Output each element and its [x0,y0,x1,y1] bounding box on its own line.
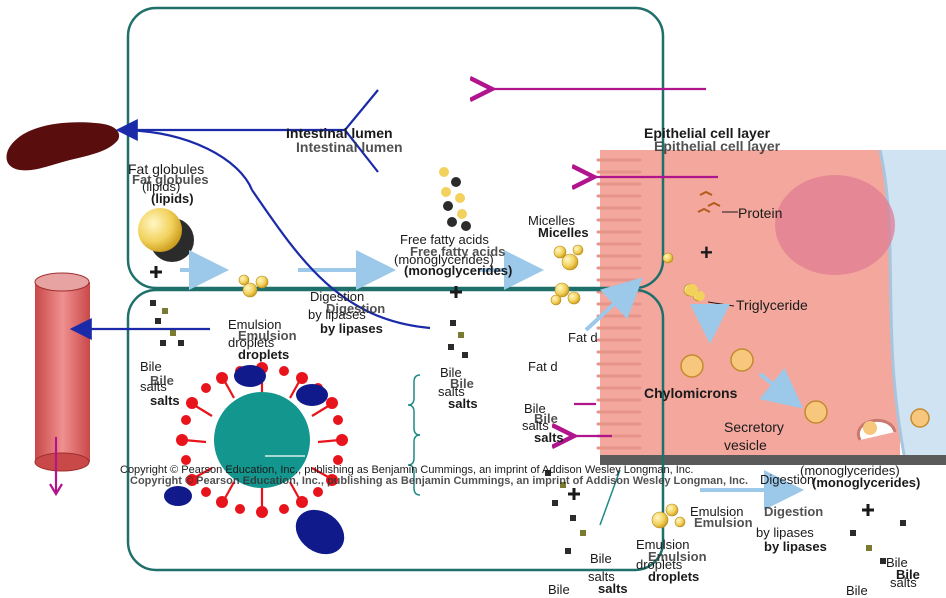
lipids-label: (lipids) [142,179,181,194]
lymph-route-arrows [69,89,431,340]
chylomicron-particles [680,284,930,441]
monoglycerides-label-2: (monoglycerides) [800,463,900,478]
intestinal-lumen-label-shadow: Intestinal lumen [296,139,403,155]
fat-droplet-label: Fat d [528,359,558,374]
salts-label-3: salts [522,418,549,433]
digestion-label-2: Digestion [760,472,815,487]
emulsion-label-shadow: Emulsion [238,328,297,343]
nucleus [775,175,895,275]
micelle-icon [164,362,348,555]
bile-label-5: Bile [548,582,570,597]
droplets-label: droplets [228,335,275,350]
salts-label-4-shadow: salts [598,581,628,596]
blood-vessel-icon [34,272,90,472]
emulsion-label-3: Emulsion [694,515,753,530]
protein-strands [697,190,721,213]
copyright-text: Copyright © Pearson Education, Inc., pub… [120,464,694,476]
digestion-label: Digestion [310,289,365,304]
free-fatty-acids-label: Free fatty acids [400,232,489,247]
salts-label-3-shadow: salts [534,430,564,445]
bile-label-6-shadow: Bile [896,567,920,582]
pathway-arrows [49,89,718,497]
micelles-label: Micelles [528,213,575,228]
salts-label-1-shadow: salts [150,393,180,408]
bile-label-4: Bile [590,551,612,566]
protein-label: Protein [738,205,783,221]
droplets-label-3: droplets [648,569,700,584]
chylomicrons-label: Chylomicrons [644,385,738,401]
fat-droplet-label-2: Fat d [568,330,598,345]
by-lipases-label-shadow: by lipases [320,321,383,336]
free-fatty-acids-label-shadow: Free fatty acids [410,244,506,259]
droplets-label-shadow: droplets [238,347,290,362]
emulsion-label-2: Emulsion [690,504,744,519]
monoglycerides-label-shadow: (monoglycerides) [404,263,513,278]
salts-label-1: salts [140,379,167,394]
emulsion-label-4: Emulsion [636,537,690,552]
plus-label: + [700,240,713,265]
droplets-label-2: droplets [636,557,683,572]
bile-label-2: Bile [440,365,462,380]
monoglycerides-label-3: (monoglycerides) [812,475,921,490]
bile-label-1-shadow: Bile [150,373,174,388]
lower-panel-frame [126,288,665,572]
intestinal-lumen-label: Intestinal lumen [286,125,393,141]
liver-icon [6,122,120,171]
bile-label-3-shadow: Bile [534,411,558,426]
salts-label-4: salts [588,569,615,584]
micelles-label-shadow: Micelles [538,225,589,240]
braces [407,374,621,526]
fat-globules-label-shadow: Fat globules [132,172,209,187]
bile-label-1: Bile [140,359,162,374]
salts-label-2: salts [438,384,465,399]
epithelial-cell-layer-label: Epithelial cell layer [644,125,771,141]
digestion-label-3: Digestion [764,504,824,519]
bile-label-7: Bile [846,583,868,598]
vesicle-label: vesicle [724,437,767,453]
epithelial-cell-layer-label-shadow: Epithelial cell layer [654,138,781,154]
bile-salt-icon [150,300,906,564]
triglyceride-label: Triglyceride [736,297,808,313]
digestion-label-shadow: Digestion [326,301,386,316]
monoglycerides-label: (monoglycerides) [394,252,494,267]
bile-label-3: Bile [524,401,546,416]
bile-label-2-shadow: Bile [450,376,474,391]
fat-globule-icon [138,208,194,262]
epithelial-cell [600,149,946,465]
by-lipases-label-2: by lipases [756,525,814,540]
plus-signs [150,266,874,516]
copyright-text-shadow: Copyright © Pearson Education, Inc., pub… [130,475,749,487]
secretory-label: Secretory [724,419,784,435]
bile-label-6: Bile [886,555,908,570]
salts-label-2-shadow: salts [448,396,478,411]
emulsion-label-5: Emulsion [648,549,707,564]
salts-label-6: salts [890,575,917,590]
by-lipases-label: by lipases [308,307,366,322]
by-lipases-label-3: by lipases [764,539,827,554]
lipids-label-shadow: (lipids) [151,191,194,206]
fatty-acid-cluster [439,167,471,231]
emulsion-label: Emulsion [228,317,282,332]
fat-globules-label: Fat globules [128,161,205,177]
